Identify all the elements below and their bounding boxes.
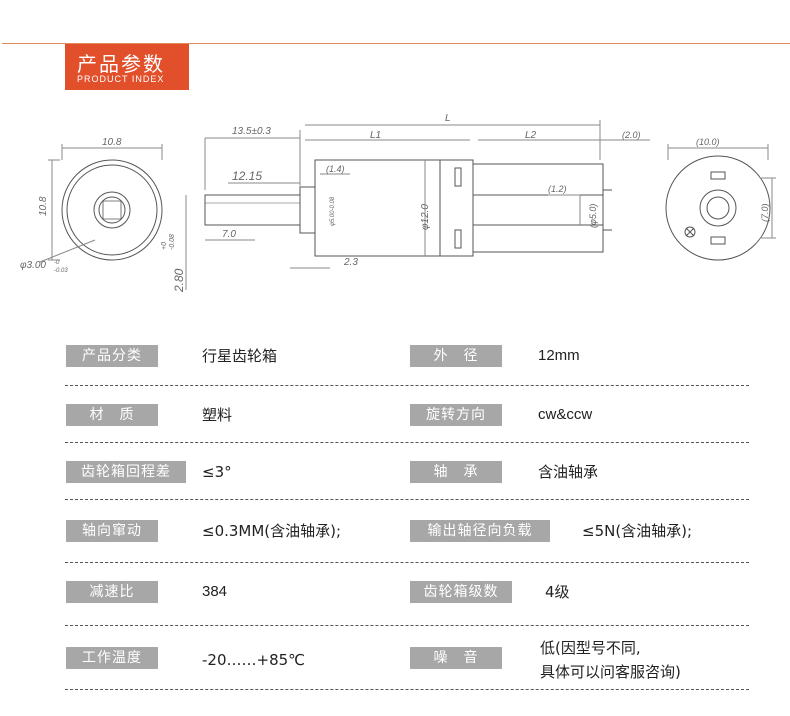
spec-value: 384 [202,583,228,600]
shaft-length2-dim: 12.15 [232,169,262,183]
side-view [185,120,650,290]
spec-label: 旋转方向 [410,404,502,426]
boss-step-dim: 2.3 [343,257,358,268]
front-height-dim: 10.8 [38,196,49,216]
rear-view [665,144,776,261]
flat-length-dim: 7.0 [222,229,236,240]
row-divider [65,442,749,443]
spec-label: 齿轮箱级数 [410,581,512,603]
total-length-dim: L [445,113,451,124]
row-divider [65,689,749,690]
spec-value: 塑料 [202,406,233,424]
spec-label: 材 质 [66,404,158,426]
spec-value: ≤3° [202,463,232,481]
terminal-length-dim: (2.0) [622,130,641,140]
section-title: 产品参数 [77,52,165,76]
spec-value: ≤5N(含油轴承); [582,522,693,540]
boss-mark-dim: φ5.00-0.08 [330,196,336,226]
section-subtitle: PRODUCT INDEX [77,74,165,84]
rear-width-dim: (10.0) [696,137,720,147]
row-divider [65,625,749,626]
flat-tol-upper: +0 [161,242,168,250]
front-view [39,144,163,263]
spec-label: 工作温度 [66,647,158,669]
spec-value: ≤0.3MM(含油轴承); [202,522,342,540]
boss-length-dim: (1.4) [326,164,345,174]
spec-value: 12mm [538,347,580,364]
spec-value: -20……+85℃ [202,651,306,669]
l2-dim: L2 [525,130,537,141]
l1-dim: L1 [370,130,381,141]
flat-tol-lower: -0.08 [169,234,176,250]
row-divider [65,385,749,386]
body-dia-dim: φ12.0 [420,204,431,230]
spec-label: 轴 承 [410,461,502,483]
spec-label: 减速比 [66,581,158,603]
shaft-tol-lower: -0.03 [54,268,68,274]
shaft-tol-upper: -0 [54,260,60,266]
row-divider [65,562,749,563]
spec-label: 噪 音 [410,647,502,669]
terminal-offset-dim: (1.2) [548,184,567,194]
spec-label: 输出轴径向负载 [410,520,550,542]
shaft-dia-dim: φ3.00 [20,260,46,271]
spec-label: 轴向窜动 [66,520,158,542]
spec-label: 产品分类 [66,345,158,367]
rear-height-dim: (7.0) [760,203,770,222]
header-divider [2,43,790,44]
spec-label: 外 径 [410,345,502,367]
front-width-dim: 10.8 [102,137,122,148]
spec-label: 齿轮箱回程差 [66,461,186,483]
spec-value: 低(因型号不同, [540,639,641,657]
flat-height-dim: 2.80 [172,268,186,293]
technical-drawing: 10.8 10.8 φ3.00 -0 -0.03 L L1 L2 13.5±0.… [20,113,776,293]
spec-value: cw&ccw [538,406,593,423]
terminal-dia-dim: (φ5.0) [588,204,598,228]
spec-value: 行星齿轮箱 [202,347,278,365]
spec-value: 含油轴承 [538,463,599,481]
spec-value: 具体可以问客服咨询) [540,663,681,681]
shaft-length-dim: 13.5±0.3 [232,126,271,137]
spec-value: 4级 [545,583,570,601]
row-divider [65,499,749,500]
section-badge: 产品参数 PRODUCT INDEX [65,44,189,90]
